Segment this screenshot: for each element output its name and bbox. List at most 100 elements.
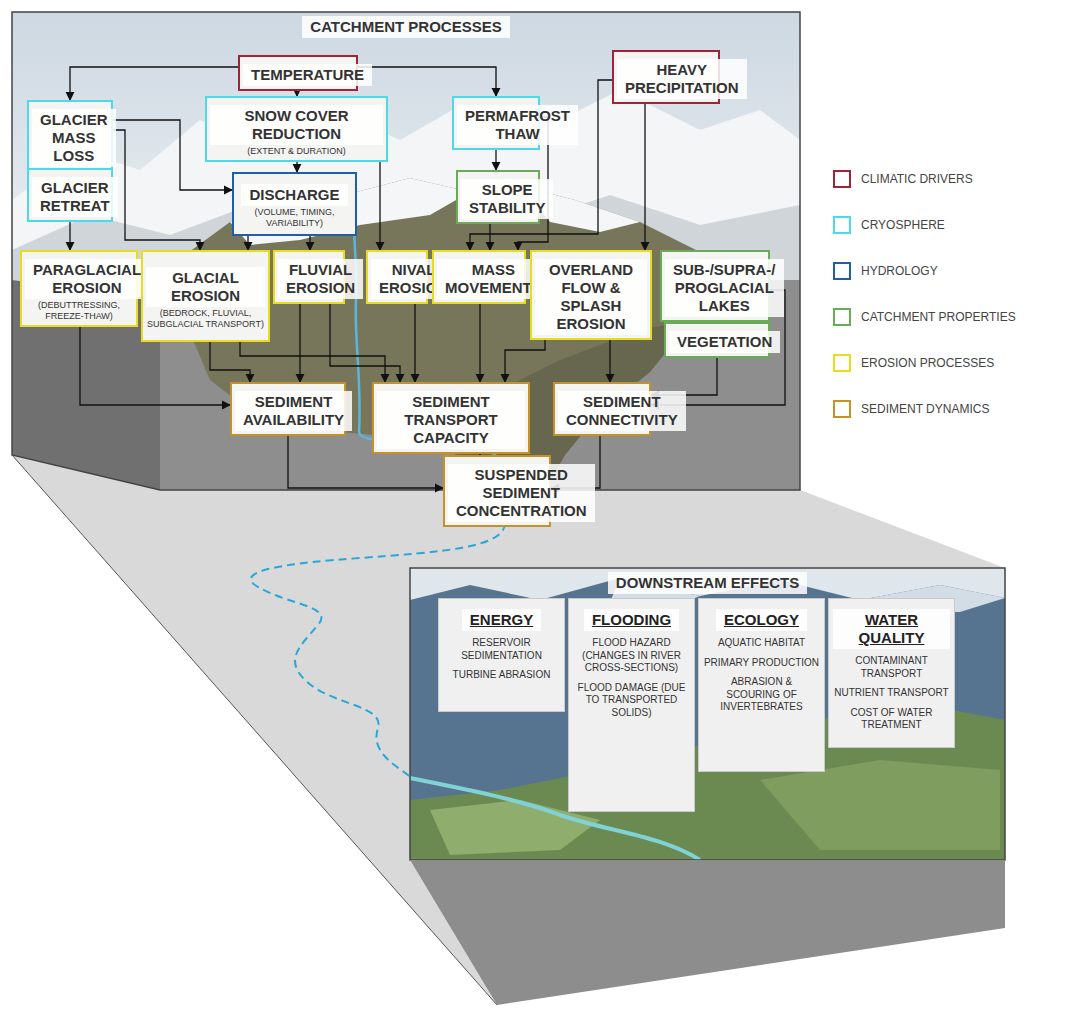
legend-item: SEDIMENT DYNAMICS xyxy=(833,400,989,418)
legend-item: CATCHMENT PROPERTIES xyxy=(833,308,1016,326)
connector-arrow xyxy=(358,67,496,96)
cryosphere-box: GLACIER MASS LOSS xyxy=(27,100,113,172)
sediment-box: SEDIMENT CONNECTIVITY xyxy=(553,382,651,436)
node-heading: WATER QUALITY xyxy=(833,609,950,649)
node-heading: SEDIMENT CONNECTIVITY xyxy=(558,391,686,431)
erosion-box: NIVAL EROSION xyxy=(366,250,428,304)
property-box: SLOPE STABILITY xyxy=(456,170,540,224)
connector-arrow xyxy=(210,342,250,382)
node-detail: (BEDROCK, FLUVIAL, SUBGLACIAL TRANSPORT) xyxy=(146,308,265,330)
node-heading: SEDIMENT AVAILABILITY xyxy=(235,391,352,431)
node-heading: ECOLOGY xyxy=(716,609,807,631)
driver-box: TEMPERATURE xyxy=(238,55,358,91)
effect-box: FLOODING FLOOD HAZARD (CHANGES IN RIVER C… xyxy=(568,598,695,812)
node-heading: ENERGY xyxy=(462,609,541,631)
cryosphere-box: PERMAFROST THAW xyxy=(452,96,540,150)
node-detail: NUTRIENT TRANSPORT xyxy=(834,687,948,700)
effect-box: WATER QUALITY CONTAMINANT TRANSPORT NUTRIE… xyxy=(828,598,955,748)
node-detail: TURBINE ABRASION xyxy=(453,669,551,682)
connector-arrow xyxy=(609,340,610,382)
node-heading: SUB-/SUPRA-/ PROGLACIAL LAKES xyxy=(665,259,784,317)
panel-region: CATCHMENT PROCESSES TEMPERATURE HEAVY PREC… xyxy=(12,12,800,527)
legend-item: EROSION PROCESSES xyxy=(833,354,994,372)
erosion-box: FLUVIAL EROSION xyxy=(273,250,345,304)
block-bottom xyxy=(410,860,1005,1005)
node-heading: HEAVY PRECIPITATION xyxy=(617,59,747,99)
legend-label: SEDIMENT DYNAMICS xyxy=(861,402,989,416)
valley xyxy=(410,568,1005,860)
node-detail: (VOLUME, TIMING, VARIABILITY) xyxy=(237,207,352,229)
connector-arrow xyxy=(69,222,70,250)
connector-arrow xyxy=(330,304,400,382)
legend-swatch xyxy=(833,400,851,418)
node-detail: FLOOD HAZARD (CHANGES IN RIVER CROSS-SEC… xyxy=(573,637,690,675)
legend-label: CLIMATIC DRIVERS xyxy=(861,172,973,186)
driver-box: HEAVY PRECIPITATION xyxy=(612,50,720,104)
legend-label: EROSION PROCESSES xyxy=(861,356,994,370)
node-detail: RESERVOIR SEDIMENTATION xyxy=(443,637,560,662)
legend-swatch xyxy=(833,262,851,280)
legend-swatch xyxy=(833,216,851,234)
legend-item: CRYOSPHERE xyxy=(833,216,945,234)
hydrology-box: DISCHARGE(VOLUME, TIMING, VARIABILITY) xyxy=(232,172,357,236)
connector-arrow xyxy=(651,358,717,395)
node-heading: GLACIAL EROSION xyxy=(146,267,265,307)
sediment-box: SEDIMENT AVAILABILITY xyxy=(230,382,346,436)
legend-label: HYDROLOGY xyxy=(861,264,938,278)
effect-box: ECOLOGY AQUATIC HABITAT PRIMARY PRODUCTION… xyxy=(698,598,825,772)
sediment-box: SEDIMENT TRANSPORT CAPACITY xyxy=(372,382,530,454)
node-detail: AQUATIC HABITAT xyxy=(718,637,805,650)
connector-arrow xyxy=(489,224,490,250)
node-heading: SUSPENDED SEDIMENT CONCENTRATION xyxy=(448,464,595,522)
node-heading: SEDIMENT TRANSPORT CAPACITY xyxy=(377,391,525,449)
node-heading: VEGETATION xyxy=(669,331,780,353)
node-heading: PARAGLACIAL EROSION xyxy=(25,259,149,299)
node-heading: CATCHMENT PROCESSES xyxy=(302,16,509,38)
panel-frame xyxy=(410,568,1005,860)
node-detail: CONTAMINANT TRANSPORT xyxy=(833,655,950,680)
erosion-box: PARAGLACIAL EROSION(DEBUTTRESSING, FREEZ… xyxy=(20,250,138,327)
legend-swatch xyxy=(833,308,851,326)
legend-item: HYDROLOGY xyxy=(833,262,938,280)
cryosphere-box: SNOW COVER REDUCTION(EXTENT & DURATION) xyxy=(205,96,388,162)
node-detail: FLOOD DAMAGE (DUE TO TRANSPORTED SOLIDS) xyxy=(573,682,690,720)
panel-region: DOWNSTREAM EFFECTSENERGYRESERVOIR SEDIME… xyxy=(410,568,1005,860)
node-heading: GLACIER RETREAT xyxy=(32,177,118,217)
sediment-box: SUSPENDED SEDIMENT CONCENTRATION xyxy=(443,455,551,527)
connector-arrow xyxy=(379,162,380,250)
field xyxy=(760,760,1000,850)
property-box: SUB-/SUPRA-/ PROGLACIAL LAKES xyxy=(660,250,770,322)
panel-frame xyxy=(12,12,800,490)
connector-arrow xyxy=(495,150,496,170)
funnel-ground xyxy=(12,455,1005,1005)
connector-arrow xyxy=(299,304,300,382)
node-detail: PRIMARY PRODUCTION xyxy=(704,657,819,670)
connector-arrow xyxy=(247,236,248,250)
property-box: VEGETATION xyxy=(664,322,770,358)
effect-box: ENERGY RESERVOIR SEDIMENTATION TURBINE ABR… xyxy=(438,598,565,712)
node-detail: (DEBUTTRESSING, FREEZE-THAW) xyxy=(25,300,133,322)
node-heading: DISCHARGE xyxy=(241,184,347,206)
node-heading: PERMAFROST THAW xyxy=(457,105,578,145)
node-heading: SNOW COVER REDUCTION xyxy=(210,105,383,145)
legend-label: CATCHMENT PROPERTIES xyxy=(861,310,1016,324)
connector-arrow xyxy=(240,342,385,382)
legend-item: CLIMATIC DRIVERS xyxy=(833,170,973,188)
connector-arrow xyxy=(479,304,480,382)
node-detail: ABRASION & SCOURING OF INVERTEBRATES xyxy=(703,676,820,714)
node-heading: OVERLAND FLOW & SPLASH EROSION xyxy=(535,259,647,335)
erosion-box: GLACIAL EROSION(BEDROCK, FLUVIAL, SUBGLA… xyxy=(141,250,270,342)
node-heading: FLOODING xyxy=(584,609,679,631)
node-heading: TEMPERATURE xyxy=(243,64,372,86)
connector-arrow xyxy=(309,236,310,250)
legend-swatch xyxy=(833,170,851,188)
erosion-box: OVERLAND FLOW & SPLASH EROSION xyxy=(530,250,652,340)
connector-arrow xyxy=(414,304,415,382)
erosion-box: MASS MOVEMENTS xyxy=(432,250,526,304)
cryosphere-box: GLACIER RETREAT xyxy=(27,168,113,222)
node-detail: (EXTENT & DURATION) xyxy=(247,146,346,157)
node-heading: GLACIER MASS LOSS xyxy=(32,109,116,167)
legend-swatch xyxy=(833,354,851,372)
node-detail: COST OF WATER TREATMENT xyxy=(833,707,950,732)
